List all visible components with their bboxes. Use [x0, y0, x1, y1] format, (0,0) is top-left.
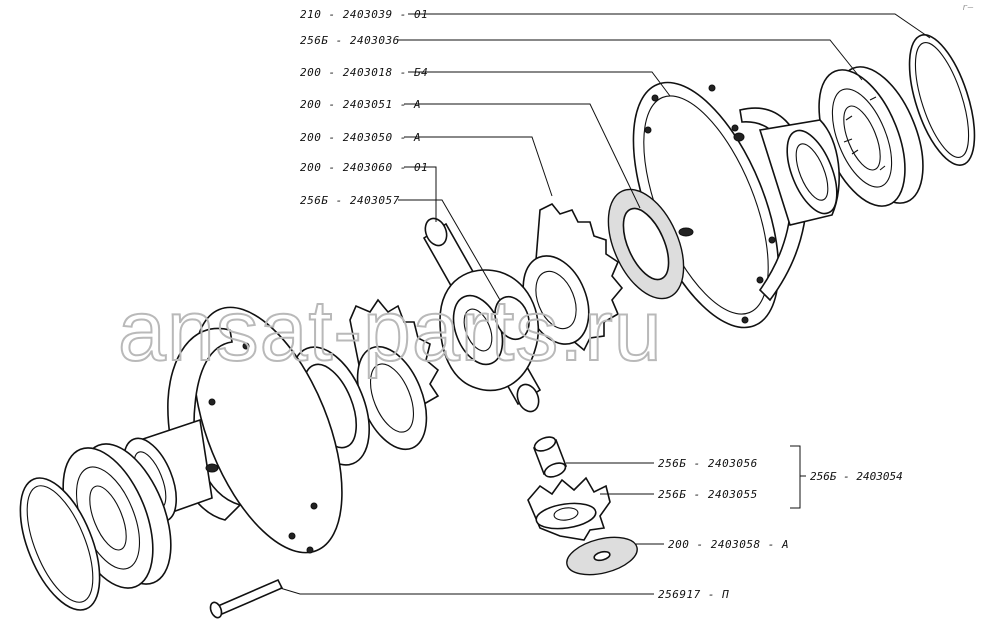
side-gear-right: [522, 202, 624, 352]
label-pinion-gear: 256Б - 2403055: [658, 488, 758, 501]
thrust-washer-right: [607, 188, 685, 300]
differential-housing-right: [632, 81, 840, 329]
bearing-right: [818, 66, 924, 207]
corner-mark: r—: [962, 3, 974, 13]
label-spider: 256Б - 2403057: [300, 194, 400, 207]
snap-ring-right: [908, 34, 976, 166]
label-bushing: 256Б - 2403056: [658, 457, 758, 470]
label-pinion-assembly-group: 256Б - 2403054: [810, 470, 903, 483]
pinion-gear: [527, 476, 611, 541]
pinion-bushing: [532, 436, 568, 478]
label-cross-pin: 200 - 2403060 - 01: [300, 161, 428, 174]
side-gear-left: [349, 298, 440, 451]
label-snap-ring: 210 - 2403039 - 01: [300, 8, 428, 21]
bolt: [209, 578, 284, 619]
label-side-gear-right: 200 - 2403050 - А: [300, 131, 421, 144]
label-bolt: 256917 - П: [658, 588, 729, 601]
label-thrust-washer-right: 200 - 2403051 - А: [300, 98, 421, 111]
snap-ring-left: [19, 477, 101, 611]
watermark-text: ansat-parts.ru: [118, 283, 663, 379]
pinion-washer: [566, 536, 638, 576]
label-bearing: 256Б - 2403036: [300, 34, 400, 47]
label-housing-right: 200 - 2403018 - Б4: [300, 66, 428, 79]
leader-lines: [279, 13, 931, 595]
label-pinion-washer: 200 - 2403058 - А: [668, 538, 789, 551]
spider-block: [422, 217, 542, 413]
